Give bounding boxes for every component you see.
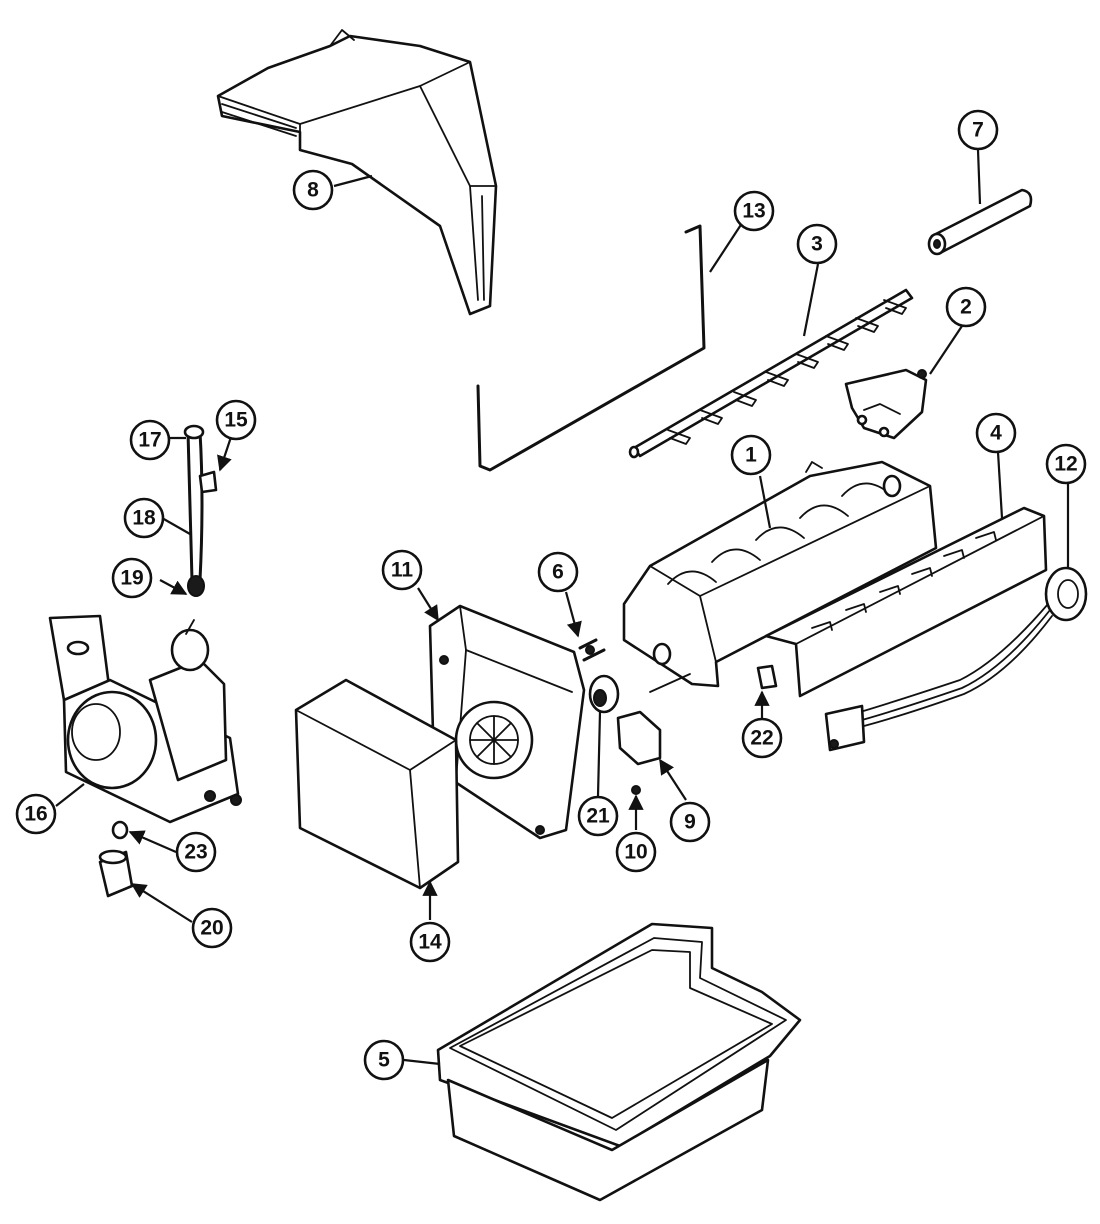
svg-text:12: 12 [1054,453,1077,476]
callout-21: 21 [577,795,619,837]
callout-10: 10 [615,831,657,873]
callout-17: 17 [129,419,171,461]
svg-text:20: 20 [200,917,223,940]
svg-text:4: 4 [990,422,1002,445]
svg-text:6: 6 [552,561,564,584]
callout-7: 7 [957,109,999,151]
svg-text:22: 22 [750,727,773,750]
part-ice-bin [436,922,802,1202]
callout-19: 19 [111,557,153,599]
svg-text:5: 5 [378,1049,390,1072]
callout-leaders [55,149,1070,1066]
callout-4: 4 [975,412,1017,454]
svg-text:11: 11 [391,559,414,582]
svg-text:18: 18 [132,507,156,530]
callout-3: 3 [796,223,838,265]
part-nut [98,849,134,898]
svg-text:7: 7 [972,119,984,142]
callout-16: 16 [15,793,57,835]
part-fill-chute [216,29,498,316]
callout-13: 13 [733,190,775,232]
callout-9: 9 [669,801,711,843]
part-gear [588,673,691,714]
part-bracket-9 [616,710,662,766]
callout-20: 20 [191,907,233,949]
part-mold [622,460,938,688]
svg-text:2: 2 [960,296,972,319]
part-wiring-harness [824,566,1088,752]
part-shutoff-bracket [844,368,928,440]
svg-text:1: 1 [745,444,757,467]
callout-22: 22 [741,717,783,759]
callout-5: 5 [363,1039,405,1081]
svg-text:8: 8 [307,179,319,202]
callout-15: 15 [215,399,257,441]
callout-18: 18 [123,497,165,539]
part-bail-arm [476,224,706,472]
part-supply-tube [183,424,218,597]
callout-8: 8 [292,169,334,211]
part-washer [111,820,129,840]
svg-text:16: 16 [24,803,47,826]
svg-text:17: 17 [138,429,161,452]
svg-text:3: 3 [811,233,823,256]
callout-1: 1 [730,434,772,476]
part-ejector [628,288,914,459]
part-cover [294,678,460,890]
svg-text:21: 21 [586,805,610,828]
part-control-module [428,604,586,840]
svg-text:10: 10 [624,841,647,864]
part-screw-10 [631,785,641,795]
svg-text:13: 13 [742,200,765,223]
callout-12: 12 [1045,443,1087,485]
svg-text:14: 14 [418,931,442,954]
callout-14: 14 [409,921,451,963]
svg-text:23: 23 [184,841,207,864]
part-screw-6 [578,638,606,662]
part-tube [927,188,1033,256]
svg-text:9: 9 [684,811,696,834]
part-clip [756,664,778,690]
callout-2: 2 [945,286,987,328]
callout-6: 6 [537,551,579,593]
callout-11: 11 [381,549,423,591]
callout-23: 23 [175,831,217,873]
part-shield [764,506,1048,698]
part-water-valve [48,614,242,824]
svg-text:19: 19 [120,567,143,590]
svg-text:15: 15 [224,409,248,432]
